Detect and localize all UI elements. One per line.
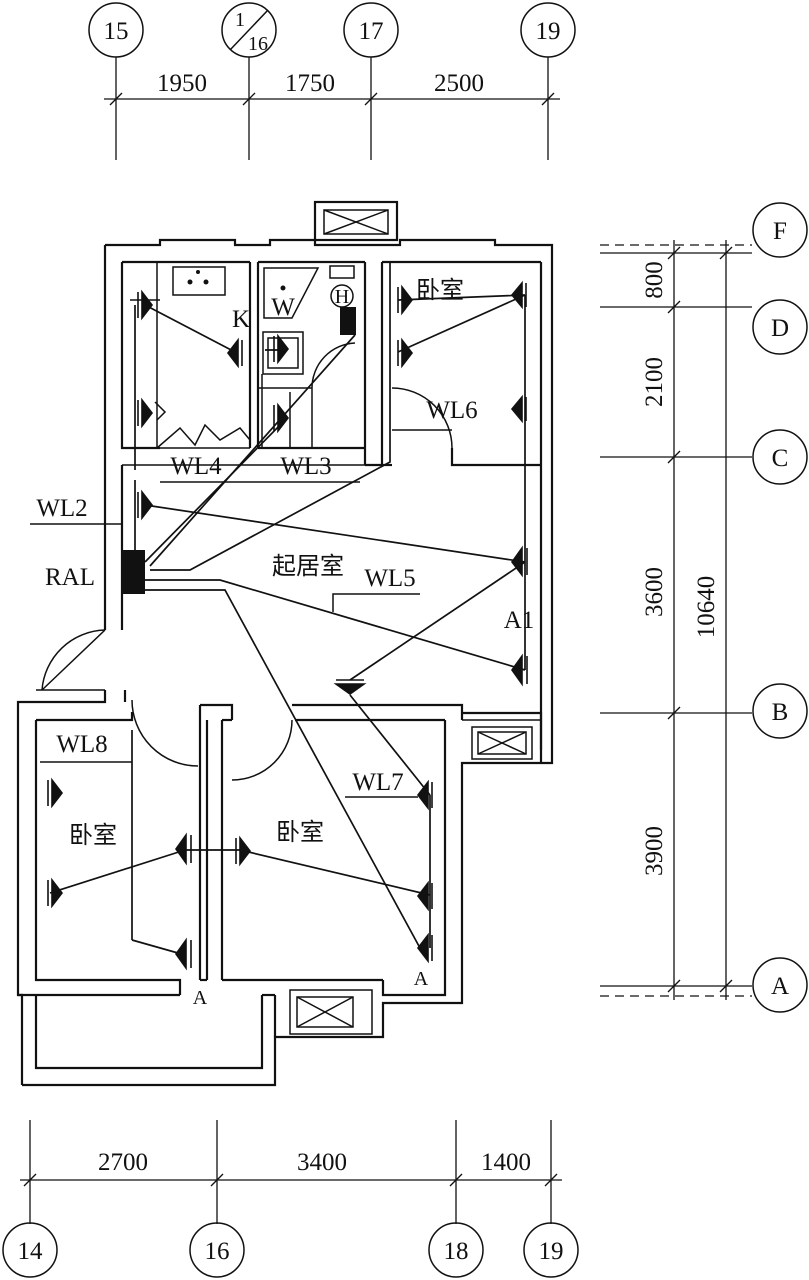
panel-label-a1: A1 xyxy=(504,607,535,634)
dim-2700: 2700 xyxy=(98,1149,148,1176)
right-axis-markers: 800 2100 3600 3900 10640 F D C B A xyxy=(600,202,808,1013)
socket-bath-2 xyxy=(273,402,290,434)
shaft-top xyxy=(313,200,399,242)
dim-800: 800 xyxy=(641,261,668,299)
axis-bubble-18 xyxy=(428,1222,484,1278)
socket-bedroom-2 xyxy=(510,394,527,424)
dim-10640: 10640 xyxy=(693,576,720,639)
axis-bubble-D xyxy=(752,299,808,355)
socket-bath-1 xyxy=(273,333,290,365)
dim-1400: 1400 xyxy=(481,1149,531,1176)
axis-label-19-top: 19 xyxy=(536,18,561,45)
socket-bedroom-3 xyxy=(416,779,433,811)
dim-3600: 3600 xyxy=(641,567,668,617)
socket-living-1 xyxy=(511,545,528,578)
room-label-bedroom-middle: 卧室 xyxy=(276,818,324,846)
axis-label-15: 15 xyxy=(104,18,129,45)
room-label-bedroom-top: 卧室 xyxy=(416,276,464,304)
dim-1950: 1950 xyxy=(157,70,207,97)
toilet-icon xyxy=(262,331,304,375)
socket-bedroom-11 xyxy=(47,777,64,809)
bottom-axis-markers: 2700 3400 1400 14 16 18 19 xyxy=(2,1120,579,1278)
axis-label-F: F xyxy=(773,218,787,245)
socket-wl2 xyxy=(137,489,154,521)
wash-mark: W xyxy=(271,294,295,321)
panel-label-a-right: A xyxy=(414,968,429,990)
shaft-bottom xyxy=(289,989,373,1035)
axis-label-19-bottom: 19 xyxy=(539,1238,564,1265)
socket-kitchen-3 xyxy=(137,397,154,429)
dim-2100: 2100 xyxy=(641,357,668,407)
heater-switch-box xyxy=(342,307,356,335)
distribution-box-ral xyxy=(122,550,145,594)
socket-living-2 xyxy=(511,653,528,687)
walls xyxy=(16,238,554,1087)
dim-3900: 3900 xyxy=(641,826,668,876)
room-label-bedroom-left: 卧室 xyxy=(69,821,117,849)
sockets xyxy=(47,280,528,971)
wash-basin-icon xyxy=(263,267,320,319)
kitchen-mark: K xyxy=(232,306,250,333)
axis-label-B: B xyxy=(772,699,789,726)
axis-label-18: 18 xyxy=(444,1238,469,1265)
dim-1750: 1750 xyxy=(285,70,335,97)
panel-label-a-left: A xyxy=(193,987,208,1009)
axis-bubble-14 xyxy=(2,1222,58,1278)
panel-label-ral: RAL xyxy=(45,564,95,591)
axis-bubble-F xyxy=(752,202,808,258)
axis-label-A: A xyxy=(771,973,789,1000)
socket-bedroom-9 xyxy=(397,337,414,369)
axis-label-C: C xyxy=(772,445,789,472)
axis-bubble-19-bottom xyxy=(523,1222,579,1278)
socket-kitchen-2 xyxy=(137,289,154,321)
axis-bubble-C xyxy=(752,429,808,485)
dim-2500: 2500 xyxy=(434,70,484,97)
wiring xyxy=(49,262,526,956)
vent-shafts xyxy=(289,200,533,1035)
axis-label-14: 14 xyxy=(18,1238,44,1265)
axis-label-D: D xyxy=(771,315,789,342)
socket-bedroom-12 xyxy=(47,877,64,909)
socket-bedroom-5 xyxy=(416,932,433,964)
socket-bedroom-4 xyxy=(416,880,433,912)
shaft-right xyxy=(471,726,533,760)
heater-mark: H xyxy=(335,286,349,308)
axis-fraction-denominator: 16 xyxy=(248,33,268,55)
circuit-wl2: WL2 xyxy=(36,495,87,522)
circuit-wl4: WL4 xyxy=(170,453,222,480)
fixtures xyxy=(130,262,356,449)
doors xyxy=(36,342,453,781)
top-axis-markers: 15 1 16 17 19 1950 1750 2500 xyxy=(88,2,576,160)
axis-bubble-A xyxy=(752,957,808,1013)
axis-label-16: 16 xyxy=(205,1238,230,1265)
axis-fraction-slash xyxy=(229,9,269,51)
socket-bedroom-8 xyxy=(397,284,414,316)
socket-bedroom-6 xyxy=(175,832,192,866)
dim-3400: 3400 xyxy=(297,1149,347,1176)
circuit-wl3: WL3 xyxy=(280,453,331,480)
circuit-wl6: WL6 xyxy=(426,397,477,424)
kitchen-sink-icon xyxy=(172,266,226,296)
circuit-wl8: WL8 xyxy=(56,731,107,758)
socket-bedroom-7 xyxy=(175,937,192,971)
axis-bubble-B xyxy=(752,683,808,739)
socket-bedroom-1 xyxy=(510,280,527,310)
room-label-living: 起居室 xyxy=(272,552,344,580)
socket-bedroom-10 xyxy=(235,835,252,867)
labels: 卧室 起居室 卧室 卧室 K W H WL2 WL3 WL4 WL5 WL6 W… xyxy=(30,276,534,1009)
axis-label-17: 17 xyxy=(359,18,384,45)
circuit-wl5: WL5 xyxy=(364,565,415,592)
axis-fraction-numerator: 1 xyxy=(235,9,245,31)
socket-living-ceiling xyxy=(333,679,367,695)
axis-bubble-16 xyxy=(189,1222,245,1278)
socket-kitchen-1 xyxy=(226,337,243,369)
circuit-wl7: WL7 xyxy=(352,769,403,796)
